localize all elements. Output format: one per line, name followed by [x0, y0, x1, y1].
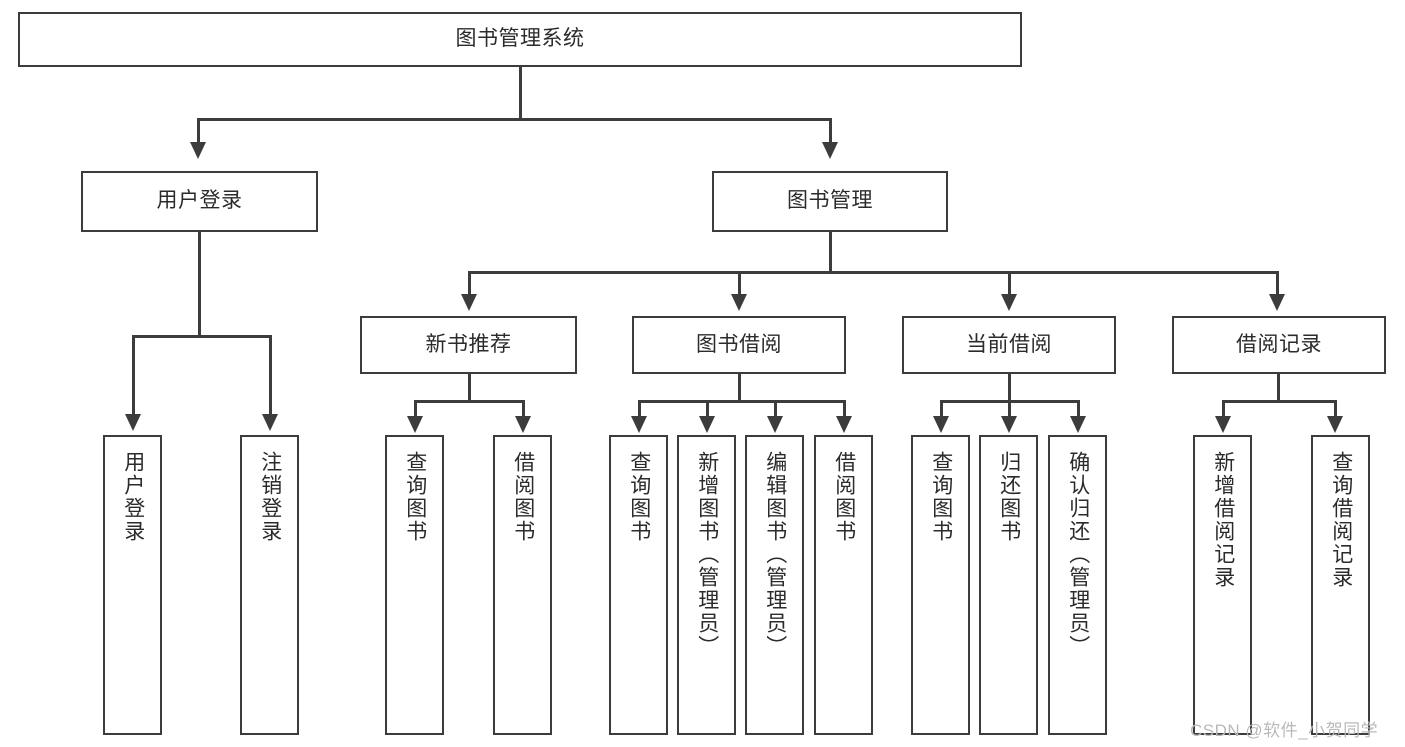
node-leaf-query-book-nbr[interactable]: 查询图书 — [385, 435, 444, 735]
arrow-root-to-book-management — [822, 142, 838, 159]
connector-br-to-leaf-1 — [1222, 400, 1225, 418]
arrow-cb-to-leaf-2 — [1001, 416, 1017, 433]
node-leaf-query-borrow-record[interactable]: 查询借阅记录 — [1311, 435, 1370, 735]
arrow-nbr-to-leaf-2 — [515, 416, 531, 433]
node-subbranch-borrow-record[interactable]: 借阅记录 — [1172, 316, 1386, 374]
node-label: 查询图书 — [627, 451, 651, 543]
connector-cb-to-leaf-2 — [1008, 400, 1011, 418]
node-branch-user-login[interactable]: 用户登录 — [81, 171, 318, 232]
node-leaf-return-book[interactable]: 归还图书 — [979, 435, 1038, 735]
connector-root-stem — [519, 67, 522, 119]
connector-root-to-book-management — [829, 118, 832, 144]
arrow-bb-to-leaf-4 — [836, 416, 852, 433]
connector-root-split-bar — [197, 118, 832, 121]
arrow-nbr-to-leaf-1 — [407, 416, 423, 433]
connector-bb-to-leaf-1 — [638, 400, 641, 418]
arrow-bm-to-new-book-recommend — [461, 294, 477, 311]
node-label: 用户登录 — [156, 189, 243, 213]
connector-bm-to-new-book-recommend — [468, 271, 471, 296]
node-branch-book-management[interactable]: 图书管理 — [712, 171, 948, 232]
node-label: 借阅图书 — [832, 451, 856, 543]
node-label: 查询图书 — [403, 451, 427, 543]
arrow-cb-to-leaf-3 — [1070, 416, 1086, 433]
connector-bb-split-bar — [638, 400, 846, 403]
arrow-bm-to-book-borrow — [731, 294, 747, 311]
connector-nbr-to-leaf-2 — [522, 400, 525, 418]
arrow-bb-to-leaf-2 — [699, 416, 715, 433]
arrow-root-to-user-login — [190, 142, 206, 159]
connector-user-login-to-leaf-2 — [269, 335, 272, 416]
connector-bm-to-borrow-record — [1276, 271, 1279, 296]
node-label: 图书管理 — [787, 189, 873, 213]
connector-cb-to-leaf-3 — [1077, 400, 1080, 418]
arrow-cb-to-leaf-1 — [933, 416, 949, 433]
node-leaf-logout[interactable]: 注销登录 — [240, 435, 299, 735]
node-label: 当前借阅 — [966, 332, 1052, 356]
node-leaf-add-book-admin[interactable]: 新增图书（管理员） — [677, 435, 736, 735]
node-label: 新增借阅记录 — [1211, 451, 1235, 589]
connector-bb-to-leaf-2 — [706, 400, 709, 418]
connector-book-management-stem — [829, 232, 832, 273]
node-leaf-query-book-bb[interactable]: 查询图书 — [609, 435, 668, 735]
node-subbranch-current-borrow[interactable]: 当前借阅 — [902, 316, 1116, 374]
arrow-bb-to-leaf-3 — [767, 416, 783, 433]
connector-root-to-user-login — [197, 118, 200, 144]
arrow-br-to-leaf-1 — [1215, 416, 1231, 433]
connector-bb-stem — [738, 374, 741, 402]
connector-nbr-to-leaf-1 — [414, 400, 417, 418]
connector-br-split-bar — [1222, 400, 1336, 403]
node-label: 归还图书 — [997, 451, 1021, 543]
node-label: 图书管理系统 — [455, 27, 585, 51]
node-leaf-confirm-return-admin[interactable]: 确认归还（管理员） — [1048, 435, 1107, 735]
node-subbranch-new-book-recommend[interactable]: 新书推荐 — [360, 316, 577, 374]
node-label: 用户登录 — [121, 451, 145, 543]
node-label: 查询借阅记录 — [1329, 451, 1353, 589]
connector-user-login-stem — [198, 232, 201, 336]
connector-br-to-leaf-2 — [1334, 400, 1337, 418]
node-label: 借阅记录 — [1236, 332, 1322, 356]
arrow-bm-to-borrow-record — [1269, 294, 1285, 311]
arrow-bm-to-current-borrow — [1001, 294, 1017, 311]
connector-bb-to-leaf-4 — [843, 400, 846, 418]
arrow-user-login-to-leaf-2 — [262, 414, 278, 431]
node-label: 注销登录 — [258, 451, 282, 543]
connector-user-login-to-leaf-1 — [132, 335, 135, 416]
connector-book-management-split-bar — [468, 271, 1279, 274]
arrow-bb-to-leaf-1 — [631, 416, 647, 433]
connector-cb-stem — [1008, 374, 1011, 402]
connector-bm-to-book-borrow — [738, 271, 741, 296]
connector-nbr-split-bar — [414, 400, 525, 403]
node-label: 借阅图书 — [511, 451, 535, 543]
node-label: 确认归还（管理员） — [1066, 451, 1090, 658]
node-leaf-query-book-cb[interactable]: 查询图书 — [911, 435, 970, 735]
node-label: 新书推荐 — [425, 332, 512, 356]
connector-user-login-split-bar — [132, 335, 271, 338]
connector-nbr-stem — [468, 374, 471, 402]
csdn-watermark: CSDN @软件_小贺同学 — [1190, 721, 1379, 740]
connector-cb-to-leaf-1 — [940, 400, 943, 418]
node-subbranch-book-borrow[interactable]: 图书借阅 — [632, 316, 846, 374]
node-leaf-borrow-book-nbr[interactable]: 借阅图书 — [493, 435, 552, 735]
connector-bb-to-leaf-3 — [774, 400, 777, 418]
node-root-book-management-system[interactable]: 图书管理系统 — [18, 12, 1022, 67]
arrow-br-to-leaf-2 — [1327, 416, 1343, 433]
node-label: 新增图书（管理员） — [695, 451, 719, 658]
node-label: 图书借阅 — [696, 332, 782, 356]
connector-bm-to-current-borrow — [1008, 271, 1011, 296]
node-leaf-borrow-book-bb[interactable]: 借阅图书 — [814, 435, 873, 735]
node-leaf-add-borrow-record[interactable]: 新增借阅记录 — [1193, 435, 1252, 735]
arrow-user-login-to-leaf-1 — [125, 414, 141, 431]
node-leaf-user-login[interactable]: 用户登录 — [103, 435, 162, 735]
node-leaf-edit-book-admin[interactable]: 编辑图书（管理员） — [745, 435, 804, 735]
node-label: 查询图书 — [929, 451, 953, 543]
connector-br-stem — [1277, 374, 1280, 402]
node-label: 编辑图书（管理员） — [763, 451, 787, 658]
